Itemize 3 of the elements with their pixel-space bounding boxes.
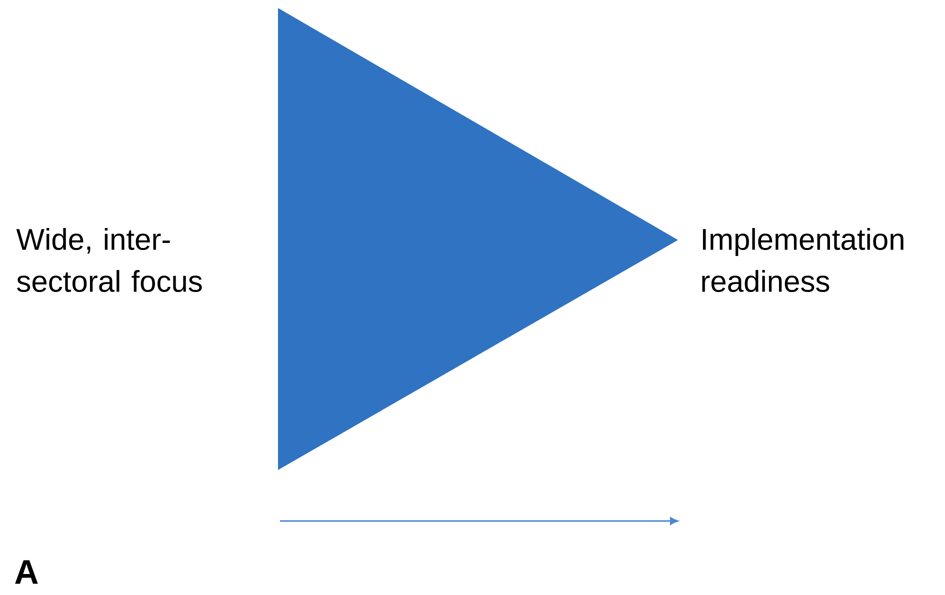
panel-letter: A xyxy=(15,560,38,584)
text-label: Implementation readiness xyxy=(702,228,904,292)
text-label: Wide, inter-sectoral focus xyxy=(16,228,202,292)
